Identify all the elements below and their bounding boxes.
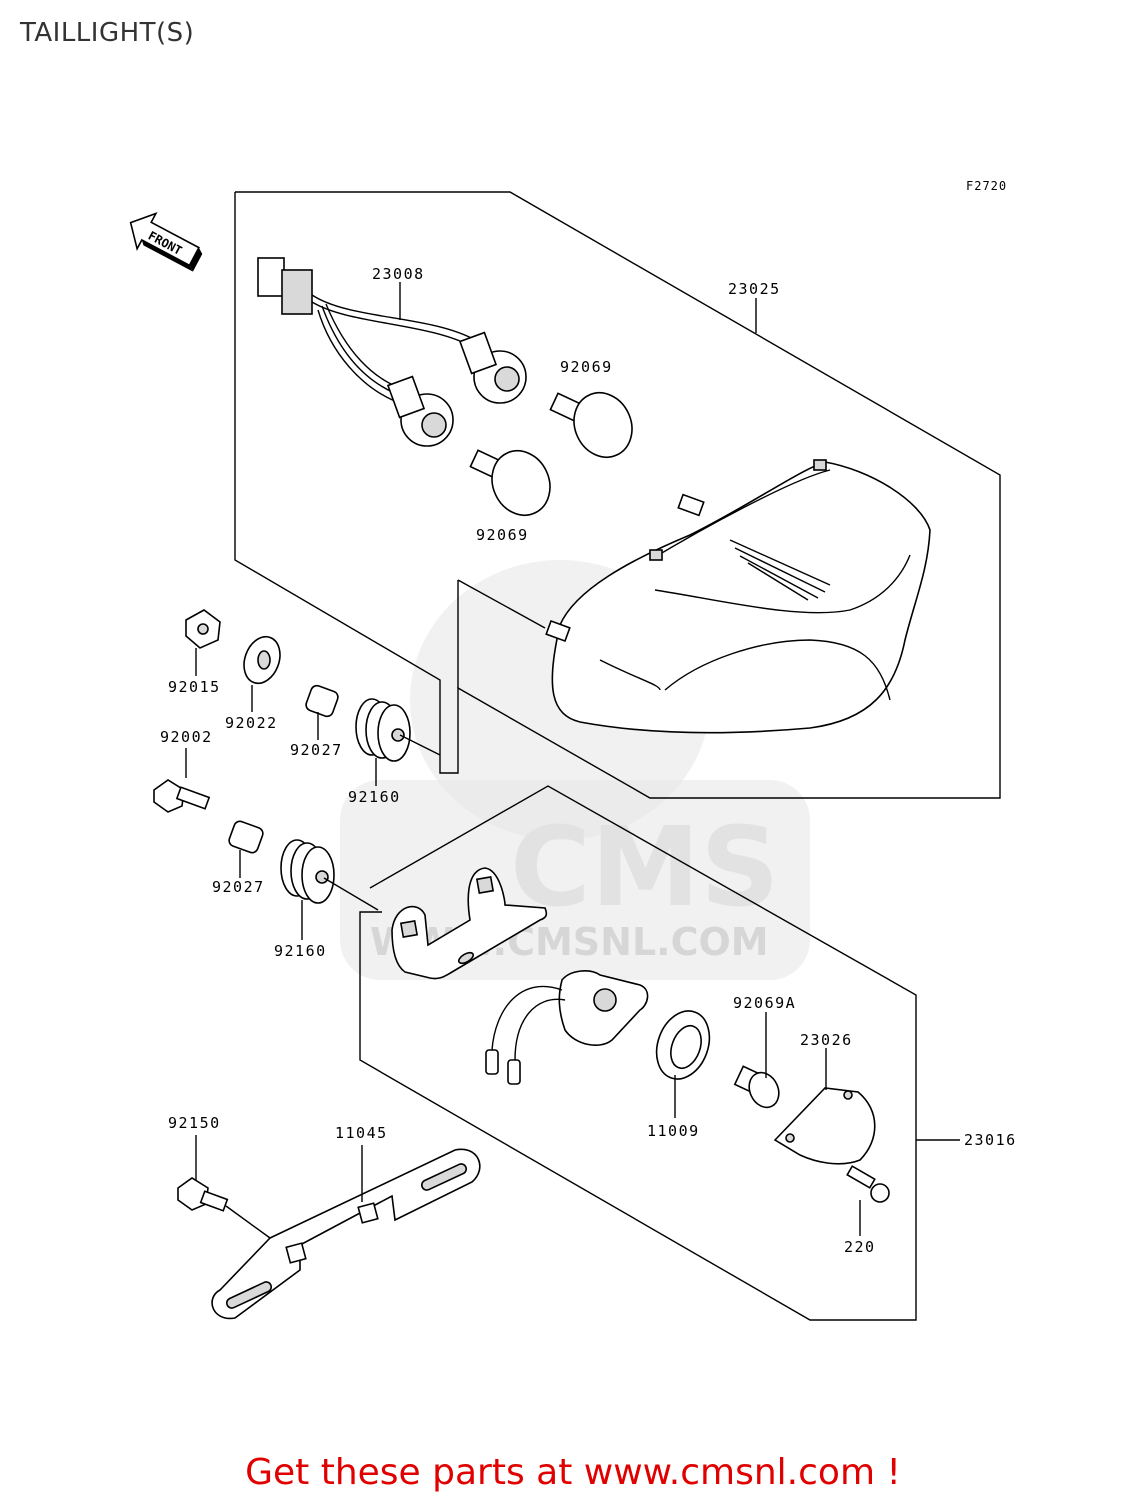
washer-92022	[243, 635, 281, 685]
bulb-92069A	[733, 1065, 780, 1109]
front-arrow-icon: FRONT	[129, 211, 203, 272]
lamp-socket	[485, 970, 649, 1085]
label-92002: 92002	[160, 728, 213, 746]
nut-92015	[185, 609, 221, 649]
grommet-92160-b	[280, 839, 335, 904]
label-92015: 92015	[168, 678, 221, 696]
bulb-upper	[549, 392, 633, 458]
seal-11009	[655, 1010, 711, 1080]
lens-23026	[773, 1087, 876, 1165]
grommet-92160-a	[355, 698, 411, 762]
license-bracket	[211, 1148, 481, 1320]
screw-220	[846, 1165, 890, 1203]
label-92022: 92022	[225, 714, 278, 732]
page-title: TAILLIGHT(S)	[20, 18, 195, 48]
label-23025: 23025	[728, 280, 781, 298]
label-23026: 23026	[800, 1031, 853, 1049]
label-23008: 23008	[372, 265, 425, 283]
collar-92027-b	[228, 820, 264, 854]
label-92069-lower: 92069	[476, 526, 529, 544]
wiring-harness	[257, 257, 527, 447]
watermark-brand: CMS	[510, 803, 779, 931]
label-23016: 23016	[964, 1131, 1017, 1149]
figure-code: F2720	[966, 179, 1007, 193]
label-92160-b: 92160	[274, 942, 327, 960]
label-92069-upper: 92069	[560, 358, 613, 376]
label-92027-a: 92027	[290, 741, 343, 759]
label-92160-a: 92160	[348, 788, 401, 806]
bolt-92002	[153, 779, 211, 813]
taillight-housing	[545, 459, 931, 734]
label-92150: 92150	[168, 1114, 221, 1132]
footer-link[interactable]: Get these parts at www.cmsnl.com !	[245, 1452, 901, 1493]
parts-diagram: CMS WWW.CMSNL.COM F2720 FRONT 23008 9206…	[129, 179, 1017, 1321]
collar-92027-a	[305, 684, 339, 718]
bolt-92150	[177, 1177, 229, 1212]
label-92069A: 92069A	[733, 994, 796, 1012]
label-220: 220	[844, 1238, 876, 1256]
lamp-bracket	[391, 867, 548, 980]
label-11009: 11009	[647, 1122, 700, 1140]
label-11045: 11045	[335, 1124, 388, 1142]
group-outline-23016	[359, 785, 917, 1321]
bulb-lower	[469, 449, 551, 516]
label-92027-b: 92027	[212, 878, 265, 896]
